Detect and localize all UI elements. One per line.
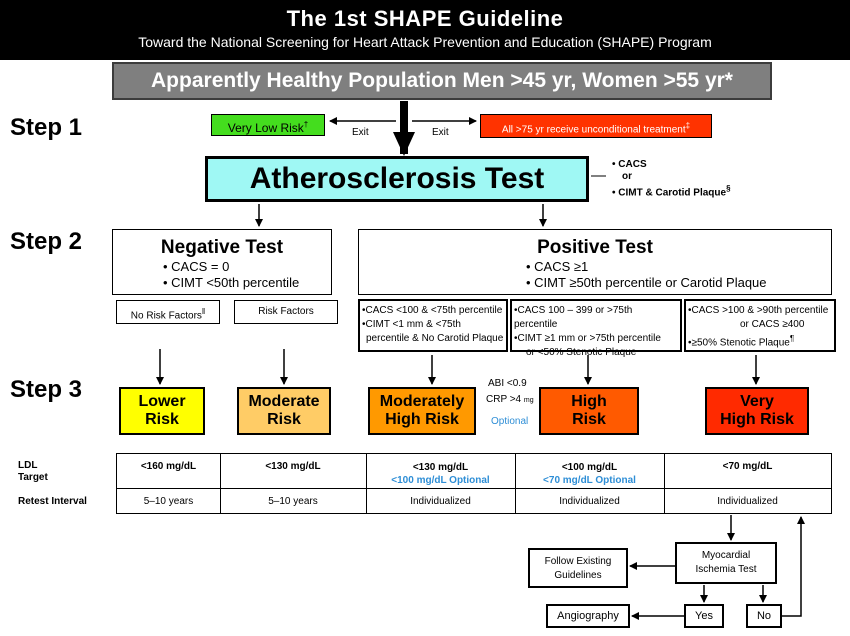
section-mark: § <box>726 184 731 193</box>
yes-box: Yes <box>684 604 724 628</box>
step-1-label: Step 1 <box>10 114 83 141</box>
positive-test-box: Positive Test • CACS ≥1 • CIMT ≥50th per… <box>358 229 832 295</box>
page-subtitle: Toward the National Screening for Heart … <box>138 34 712 50</box>
parallel-mark: ‖ <box>201 307 206 316</box>
population-box: Apparently Healthy Population Men >45 yr… <box>112 62 772 100</box>
negative-bullets: • CACS = 0 • CIMT <50th percentile <box>113 259 331 291</box>
exit-right-label: Exit <box>432 127 449 138</box>
very-low-risk-box: Very Low Risk† <box>211 114 325 136</box>
ldl-cell-moderate: <130 mg/dL <box>265 461 321 472</box>
risk-factors-box: Risk Factors <box>234 300 338 324</box>
test-options: • CACS or • CIMT & Carotid Plaque§ <box>612 159 731 199</box>
step-2-label: Step 2 <box>10 228 83 255</box>
no-risk-factors-box: No Risk Factors‖ <box>116 300 220 324</box>
elderly-treatment-box: All >75 yr receive unconditional treatme… <box>480 114 712 138</box>
elderly-treatment-label: All >75 yr receive unconditional treatme… <box>501 124 686 136</box>
retest-cell: 5–10 years <box>143 496 194 507</box>
negative-test-title: Negative Test <box>160 237 284 258</box>
angiography-box: Angiography <box>546 604 630 628</box>
negative-bullet: • CACS = 0 <box>163 259 230 274</box>
header-banner: The 1st SHAPE Guideline Toward the Natio… <box>0 0 850 60</box>
positive-test-title: Positive Test <box>537 237 653 258</box>
no-loop-arrow <box>782 516 805 617</box>
ldl-cell-very-high: <70 mg/dL <box>722 461 773 472</box>
exit-left-label: Exit <box>352 127 369 138</box>
very-low-risk-label: Very Low Risk <box>227 121 304 135</box>
retest-cell: Individualized <box>559 496 620 507</box>
ldl-cell-mod-high: <130 mg/dL <100 mg/dL Optional <box>391 462 490 486</box>
retest-interval-label: Retest Interval <box>18 496 87 507</box>
criteria-moderately-high: •CACS <100 & <75th percentile •CIMT <1 m… <box>358 299 508 352</box>
option-or: or <box>622 171 632 182</box>
double-dagger-mark: ‡ <box>685 121 691 130</box>
crp-note: CRP >4 mg <box>486 394 534 405</box>
optional-note: Optional <box>491 416 529 427</box>
dagger-mark: † <box>303 120 309 129</box>
negative-bullet: • CIMT <50th percentile <box>163 275 300 290</box>
no-box: No <box>746 604 782 628</box>
abi-note: ABI <0.9 <box>488 378 527 389</box>
atherosclerosis-test-box: Atherosclerosis Test <box>205 156 589 202</box>
retest-cell: Individualized <box>410 496 471 507</box>
negative-test-box: Negative Test • CACS = 0 • CIMT <50th pe… <box>112 229 332 295</box>
step-3-label: Step 3 <box>10 376 83 403</box>
ldl-cell-high: <100 mg/dL <70 mg/dL Optional <box>543 462 636 486</box>
criteria-very-high: •CACS >100 & >90th percentile or CACS ≥4… <box>684 299 836 352</box>
option-cimt: • CIMT & Carotid Plaque§ <box>612 184 731 199</box>
option-cacs: • CACS <box>612 159 647 170</box>
page-title: The 1st SHAPE Guideline <box>286 6 564 31</box>
pilcrow-mark: ¶ <box>789 334 795 343</box>
positive-bullet: • CIMT ≥50th percentile or Carotid Plaqu… <box>526 275 767 290</box>
positive-bullet: • CACS ≥1 <box>526 259 589 274</box>
ldl-cell-lower: <160 mg/dL <box>140 461 197 472</box>
retest-cell: Individualized <box>717 496 778 507</box>
criteria-high: •CACS 100 – 399 or >75th percentile •CIM… <box>510 299 682 358</box>
retest-cell: 5–10 years <box>268 496 318 507</box>
ldl-table: <160 mg/dL <130 mg/dL <130 mg/dL <100 mg… <box>116 453 832 514</box>
positive-bullets: • CACS ≥1 • CIMT ≥50th percentile or Car… <box>359 259 831 291</box>
